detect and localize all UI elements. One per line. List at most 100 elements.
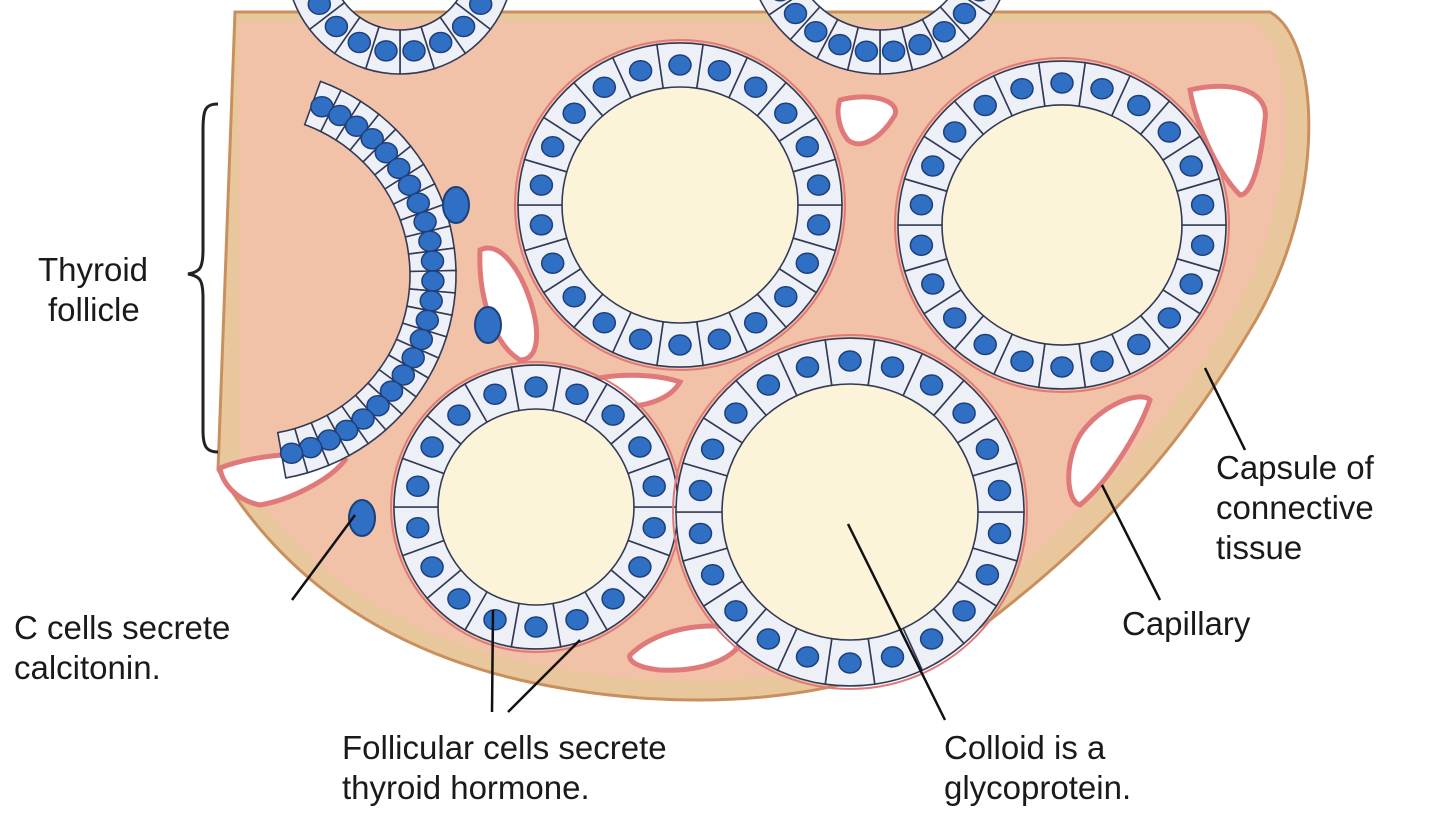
nucleus bbox=[974, 335, 996, 355]
label-line: Follicular cells secrete bbox=[342, 728, 667, 768]
nucleus bbox=[629, 557, 651, 577]
nucleus bbox=[453, 17, 475, 37]
nucleus bbox=[921, 375, 943, 395]
nucleus bbox=[422, 251, 444, 271]
nucleus bbox=[448, 589, 470, 609]
nucleus bbox=[542, 137, 564, 157]
nucleus bbox=[1158, 308, 1180, 328]
nucleus bbox=[403, 41, 425, 61]
label-line: calcitonin. bbox=[14, 648, 230, 688]
nucleus bbox=[933, 22, 955, 42]
follicular-cells-leader-line bbox=[492, 610, 493, 712]
nucleus bbox=[325, 17, 347, 37]
colloid bbox=[438, 409, 634, 605]
label-line: glycoprotein. bbox=[944, 768, 1131, 808]
nucleus bbox=[808, 175, 830, 195]
nucleus bbox=[1128, 335, 1150, 355]
nucleus bbox=[422, 271, 444, 291]
nucleus bbox=[757, 375, 779, 395]
nucleus bbox=[775, 103, 797, 123]
nucleus bbox=[525, 617, 547, 637]
nucleus bbox=[910, 195, 932, 215]
nucleus bbox=[989, 481, 1011, 501]
label-line: Capillary bbox=[1122, 604, 1250, 644]
nucleus bbox=[563, 287, 585, 307]
nucleus bbox=[796, 137, 818, 157]
nucleus bbox=[839, 351, 861, 371]
nucleus bbox=[797, 357, 819, 377]
nucleus bbox=[745, 77, 767, 97]
label-line: Capsule of bbox=[1216, 448, 1374, 488]
nucleus bbox=[839, 653, 861, 673]
nucleus bbox=[953, 403, 975, 423]
nucleus bbox=[757, 629, 779, 649]
capillary-leader-line bbox=[1102, 485, 1160, 600]
nucleus bbox=[643, 476, 665, 496]
nucleus bbox=[725, 601, 747, 621]
nucleus bbox=[348, 33, 370, 53]
nucleus bbox=[593, 77, 615, 97]
nucleus bbox=[407, 476, 429, 496]
nucleus bbox=[745, 313, 767, 333]
label-colloid: Colloid is a glycoprotein. bbox=[944, 728, 1131, 808]
nucleus bbox=[954, 4, 976, 24]
nucleus bbox=[1051, 357, 1073, 377]
nucleus bbox=[690, 524, 712, 544]
nucleus bbox=[484, 384, 506, 404]
nucleus bbox=[630, 329, 652, 349]
nucleus bbox=[414, 212, 436, 232]
nucleus bbox=[629, 437, 651, 457]
colloid bbox=[722, 384, 978, 640]
nucleus bbox=[922, 156, 944, 176]
nucleus bbox=[484, 610, 506, 630]
nucleus bbox=[797, 647, 819, 667]
label-line: follicle bbox=[38, 290, 148, 330]
label-line: connective bbox=[1216, 488, 1374, 528]
nucleus bbox=[974, 96, 996, 116]
nucleus bbox=[944, 122, 966, 142]
label-thyroid-follicle: Thyroid follicle bbox=[38, 250, 148, 330]
nucleus bbox=[1051, 73, 1073, 93]
nucleus bbox=[1158, 122, 1180, 142]
label-c-cells: C cells secrete calcitonin. bbox=[14, 608, 230, 688]
c-cell bbox=[443, 187, 469, 223]
nucleus bbox=[953, 601, 975, 621]
nucleus bbox=[419, 231, 441, 251]
nucleus bbox=[542, 253, 564, 273]
nucleus bbox=[785, 4, 807, 24]
nucleus bbox=[448, 405, 470, 425]
nucleus bbox=[1011, 79, 1033, 99]
nucleus bbox=[421, 557, 443, 577]
nucleus bbox=[1128, 96, 1150, 116]
nucleus bbox=[921, 629, 943, 649]
label-follicular-cells: Follicular cells secrete thyroid hormone… bbox=[342, 728, 667, 808]
nucleus bbox=[1091, 79, 1113, 99]
colloid bbox=[562, 87, 798, 323]
nucleus bbox=[702, 439, 724, 459]
nucleus bbox=[725, 403, 747, 423]
nucleus bbox=[669, 55, 691, 75]
nucleus bbox=[1192, 195, 1214, 215]
nucleus bbox=[882, 357, 904, 377]
label-line: thyroid hormone. bbox=[342, 768, 667, 808]
nucleus bbox=[281, 443, 303, 463]
nucleus bbox=[530, 175, 552, 195]
nucleus bbox=[602, 405, 624, 425]
nucleus bbox=[525, 377, 547, 397]
capsule-leader-line bbox=[1205, 368, 1245, 450]
nucleus bbox=[308, 0, 330, 14]
nucleus bbox=[566, 384, 588, 404]
thyroid-follicle-bracket bbox=[188, 104, 218, 452]
nucleus bbox=[690, 481, 712, 501]
label-line: Colloid is a bbox=[944, 728, 1131, 768]
nucleus bbox=[808, 215, 830, 235]
nucleus bbox=[416, 310, 438, 330]
nucleus bbox=[1011, 351, 1033, 371]
nucleus bbox=[375, 41, 397, 61]
nucleus bbox=[470, 0, 492, 14]
nucleus bbox=[976, 565, 998, 585]
nucleus bbox=[910, 235, 932, 255]
nucleus bbox=[430, 33, 452, 53]
